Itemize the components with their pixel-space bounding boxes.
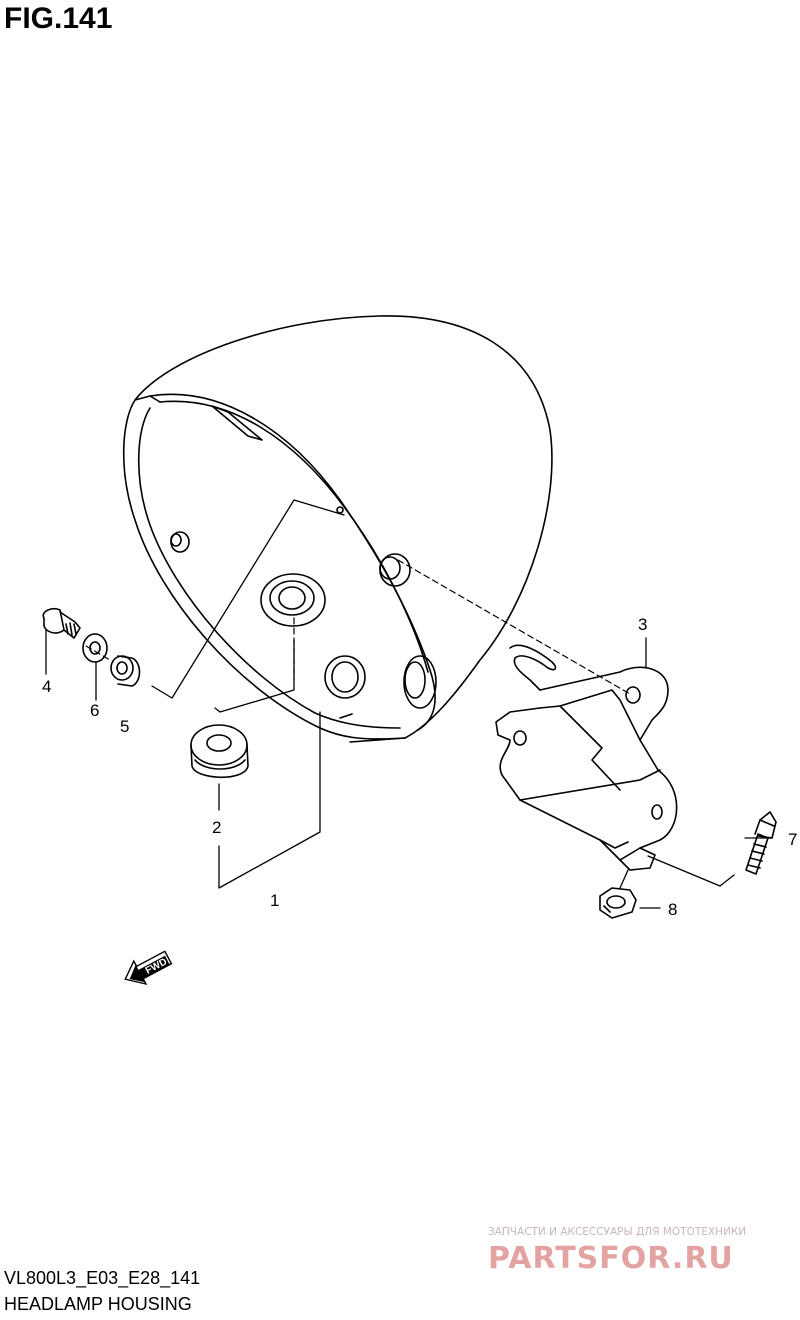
bolt-part-4 (42, 607, 81, 639)
bracket-part-3 (495, 644, 678, 871)
housing-holes (170, 531, 437, 709)
callout-3: 3 (638, 615, 647, 634)
fwd-arrow: FWD (124, 950, 173, 986)
callout-7: 7 (788, 830, 797, 849)
callout-2: 2 (212, 818, 221, 837)
callout-6: 6 (90, 701, 99, 720)
figure-title: FIG.141 (4, 2, 113, 35)
callout-4: 4 (42, 677, 51, 696)
diagram-name: HEADLAMP HOUSING (4, 1294, 192, 1314)
headlamp-housing-shell (122, 315, 553, 743)
watermark-caption: ЗАПЧАСТИ И АКСЕССУАРЫ ДЛЯ МОТОТЕХНИКИ (488, 1226, 747, 1238)
diagram-code: VL800L3_E03_E28_141 (4, 1268, 201, 1288)
grommet-part-2 (190, 724, 249, 778)
fwd-label: FWD (144, 956, 169, 976)
collar-part-5 (110, 655, 141, 687)
washer-part-6 (82, 633, 108, 663)
watermark-logo: PARTSFOR.RU (488, 1241, 734, 1274)
nut-part-8 (599, 887, 637, 919)
assembly-dashes (85, 559, 631, 695)
callout-8: 8 (668, 900, 677, 919)
svg-text:PARTSFOR.RU: PARTSFOR.RU (488, 1241, 734, 1274)
leader-lines (45, 499, 773, 909)
callout-1: 1 (270, 891, 279, 910)
housing-grommet (260, 573, 326, 627)
callout-5: 5 (120, 717, 129, 736)
bolt-part-7 (745, 811, 777, 875)
